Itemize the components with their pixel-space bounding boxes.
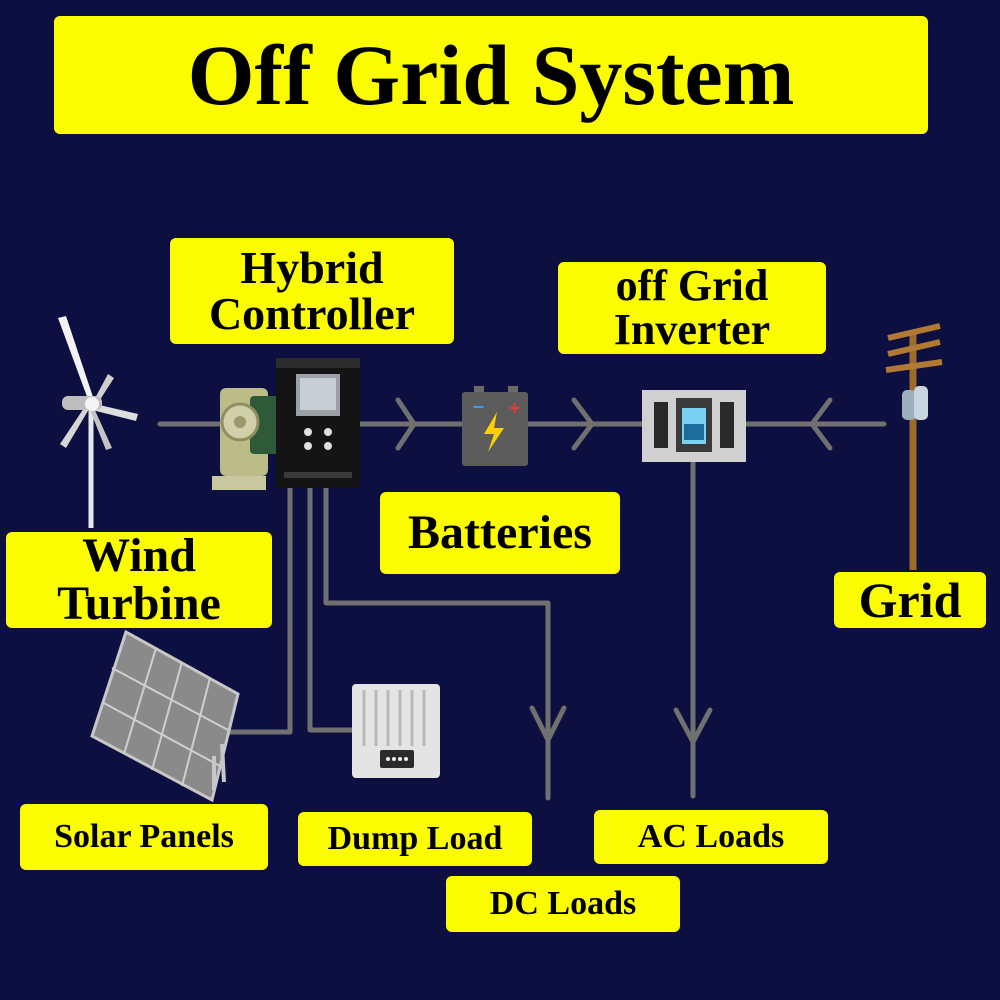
ac-loads-label: AC Loads (594, 810, 828, 864)
inverter-line-2: Inverter (613, 305, 771, 354)
batteries-label: Batteries (380, 492, 620, 574)
dump-load-label: Dump Load (298, 812, 532, 866)
arrow-to-dcloads (529, 705, 567, 743)
svg-text:+: + (508, 398, 521, 417)
grid-text: Grid (858, 572, 962, 628)
arrow-to-acloads (673, 707, 713, 745)
grid-label: Grid (834, 572, 986, 628)
dump-load-text: Dump Load (327, 820, 503, 857)
wind-turbine-line-1: Wind (82, 529, 196, 582)
battery-icon: − + (462, 386, 528, 466)
hybrid-controller-icon (212, 358, 360, 490)
wire-controller-to-dumpload (307, 485, 355, 733)
solar-panels-label: Solar Panels (20, 804, 268, 870)
wire-controller-to-solar (223, 485, 293, 735)
hybrid-controller-label: Hybrid Controller (170, 238, 454, 344)
inverter-label: off Grid Inverter (558, 262, 826, 354)
svg-text:−: − (472, 397, 485, 416)
dump-load-icon (352, 684, 440, 778)
inverter-icon (642, 390, 746, 462)
solar-panel-icon (90, 629, 240, 803)
page-title: Off Grid System (54, 16, 928, 134)
wind-turbine-icon (58, 316, 138, 528)
utility-pole-icon (885, 323, 943, 570)
wind-turbine-line-2: Turbine (57, 577, 221, 630)
ac-loads-text: AC Loads (637, 818, 785, 855)
hybrid-controller-line-2: Controller (208, 288, 416, 339)
inverter-line-1: off Grid (615, 261, 769, 310)
arrow-from-grid (809, 397, 833, 451)
dc-loads-text: DC Loads (489, 885, 637, 922)
title-text: Off Grid System (187, 27, 795, 123)
arrow-to-inverter (571, 397, 595, 451)
arrow-to-battery (395, 397, 417, 451)
dc-loads-label: DC Loads (446, 876, 680, 932)
solar-panels-text: Solar Panels (54, 818, 234, 855)
batteries-text: Batteries (408, 506, 592, 559)
wind-turbine-label: Wind Turbine (6, 532, 272, 628)
hybrid-controller-line-1: Hybrid (240, 242, 384, 293)
wire-controller-to-dcloads (323, 485, 551, 801)
